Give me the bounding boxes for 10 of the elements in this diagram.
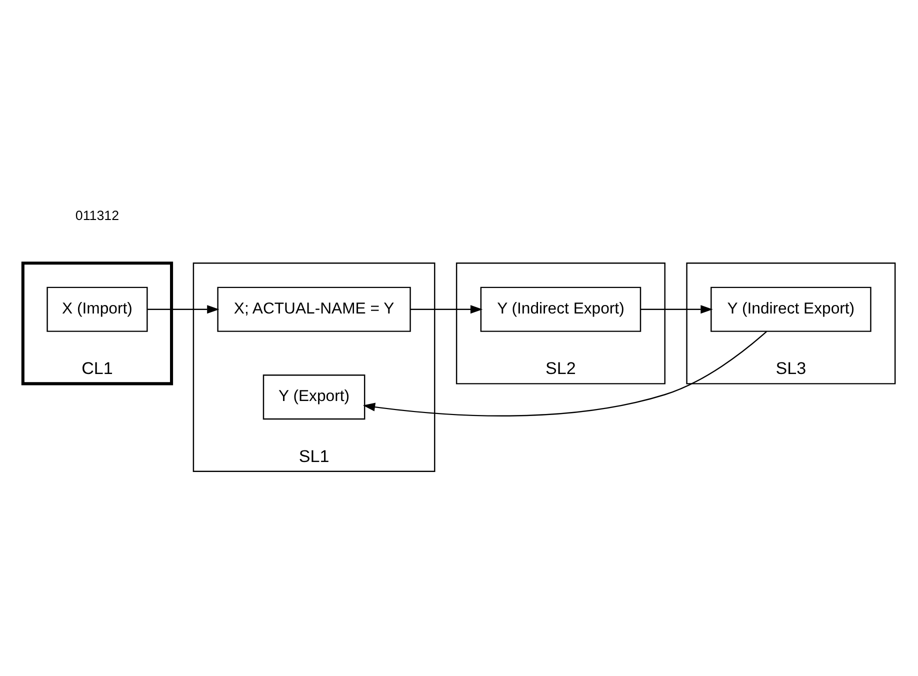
- node-box: Y (Indirect Export): [480, 286, 642, 332]
- node-box: Y (Indirect Export): [710, 286, 872, 332]
- node-box: X (Import): [46, 286, 148, 332]
- node-box: Y (Export): [262, 374, 366, 420]
- label: 011312: [75, 208, 120, 224]
- arrow: [148, 305, 220, 314]
- arrow: [362, 331, 768, 416]
- node-box: X; ACTUAL-NAME = Y: [217, 286, 411, 332]
- arrow: [410, 305, 483, 314]
- arrow: [640, 305, 713, 314]
